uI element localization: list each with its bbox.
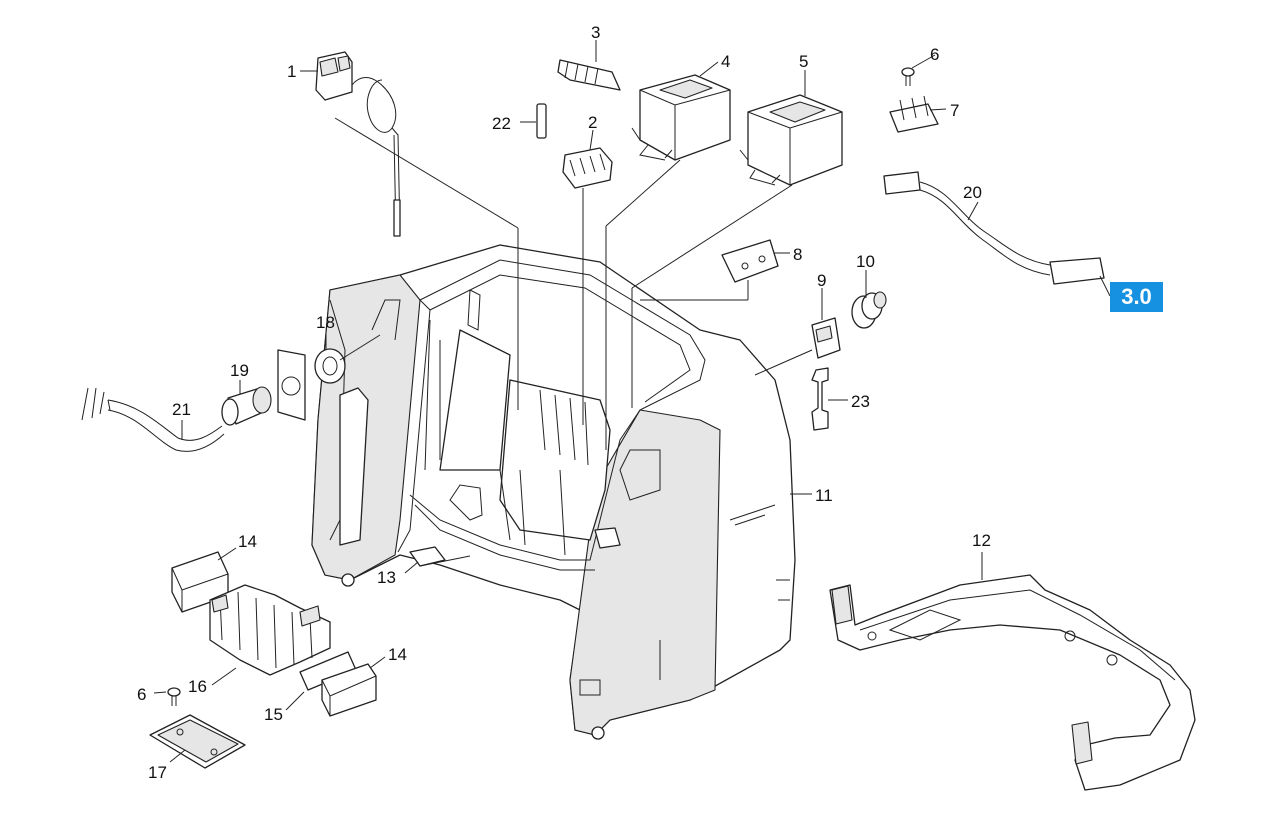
callout-23: 23: [851, 392, 870, 411]
din-rail-part-17[interactable]: [149, 714, 246, 769]
pad-part-14-top[interactable]: [171, 551, 229, 613]
housing-part-11[interactable]: [311, 244, 796, 740]
callout-22: 22: [492, 114, 511, 133]
callout-15: 15: [264, 705, 283, 724]
callout-6-top: 6: [930, 45, 939, 64]
reference-link-badge[interactable]: 3.0: [1110, 282, 1163, 312]
callout-14-top: 14: [238, 532, 257, 551]
cable-harness-part-20[interactable]: [883, 171, 1105, 285]
callout-12: 12: [972, 531, 991, 550]
callout-21: 21: [172, 400, 191, 419]
callout-3: 3: [591, 23, 600, 42]
screw-part-6-top[interactable]: [901, 67, 915, 86]
callout-1: 1: [287, 62, 296, 81]
pad-part-14-bottom[interactable]: [321, 663, 377, 717]
callout-13: 13: [377, 568, 396, 587]
callout-6-bottom: 6: [137, 685, 146, 704]
transformer-part-4[interactable]: [631, 74, 731, 161]
terminal-row-part-16[interactable]: [209, 584, 331, 676]
bracket-part-8[interactable]: [721, 239, 779, 283]
fuse-part-22[interactable]: [536, 103, 547, 139]
thermostat-part-1[interactable]: [315, 51, 401, 237]
element-part-23[interactable]: [811, 367, 829, 431]
nut-part-18[interactable]: [314, 348, 346, 384]
transformer-part-5[interactable]: [739, 94, 843, 186]
terminal-block-part-2[interactable]: [562, 147, 613, 189]
callout-17: 17: [148, 763, 167, 782]
callout-10: 10: [856, 252, 875, 271]
callout-18: 18: [316, 313, 335, 332]
callout-19: 19: [230, 361, 249, 380]
callout-labels: 1 3 4 5 6 7 22 2 8 9 10 23 11 20 12 18 1…: [137, 23, 991, 782]
callout-5: 5: [799, 52, 808, 71]
callout-2: 2: [588, 113, 597, 132]
knob-part-10[interactable]: [851, 291, 887, 329]
switch-part-9[interactable]: [811, 317, 841, 359]
leader-lines: [153, 40, 1111, 763]
clip-part-13[interactable]: [409, 546, 446, 567]
callout-11: 11: [815, 486, 833, 505]
callout-14-bottom: 14: [388, 645, 407, 664]
terminal-clamp-part-7[interactable]: [889, 95, 939, 133]
callout-8: 8: [793, 245, 802, 264]
callout-4: 4: [721, 52, 730, 71]
screw-part-6-bottom[interactable]: [167, 687, 181, 706]
cable-gland-part-19[interactable]: [221, 349, 306, 426]
frame-part-12[interactable]: [829, 574, 1196, 791]
power-cable-part-21[interactable]: [81, 387, 225, 452]
callout-16: 16: [188, 677, 207, 696]
terminal-strip-part-3[interactable]: [557, 59, 621, 91]
callout-20: 20: [963, 183, 982, 202]
callout-7: 7: [950, 101, 959, 120]
callout-9: 9: [817, 271, 826, 290]
